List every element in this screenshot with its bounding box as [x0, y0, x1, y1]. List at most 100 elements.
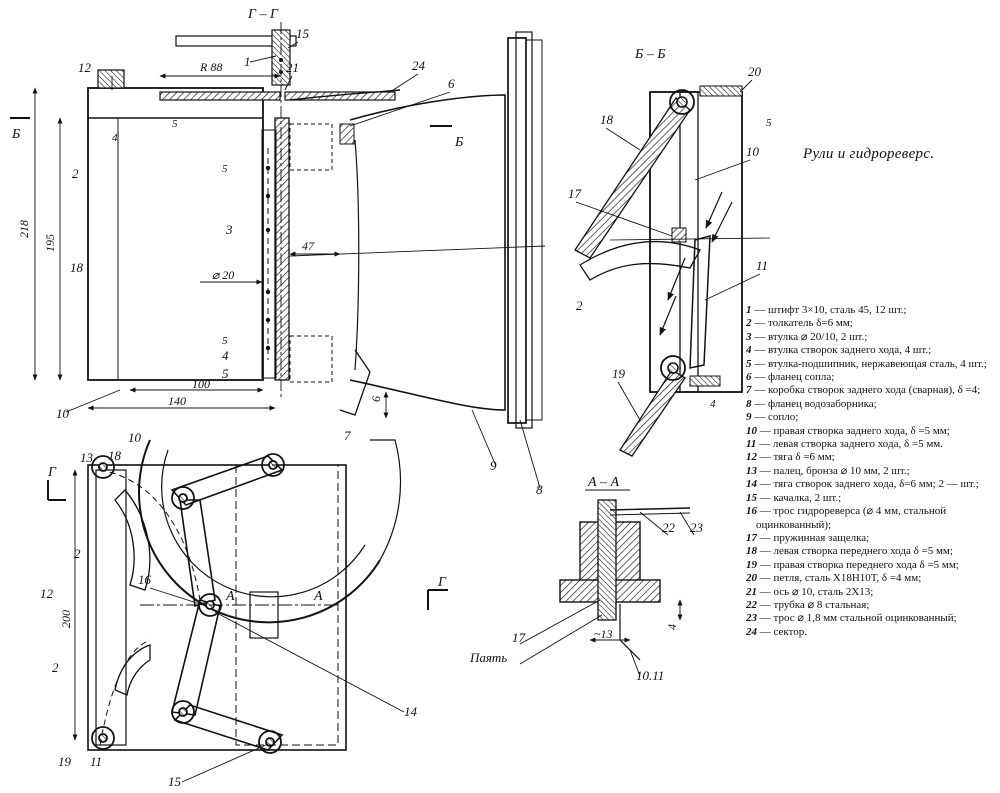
- callout-12-low: 12: [40, 586, 54, 601]
- legend-item-text: — втулка-подшипник, нержавеющая сталь, 4…: [754, 357, 987, 370]
- legend-item: 24 — сектор.: [746, 626, 998, 639]
- callout-9: 9: [490, 458, 497, 473]
- legend-item-number: 2: [746, 317, 752, 330]
- callout-23: 23: [690, 520, 704, 535]
- section-mark-b-left: Б: [11, 127, 20, 142]
- legend-item: 7 — коробка створок заднего хода (сварна…: [746, 384, 998, 397]
- section-mark-b-right: Б: [454, 135, 463, 150]
- legend-item-text: — сектор.: [759, 625, 808, 638]
- parts-legend: 1 — штифт 3×10, сталь 45, 12 шт.;2 — тол…: [746, 304, 998, 639]
- legend-item-text: — палец, бронза ⌀ 10 мм, 2 шт.;: [759, 464, 910, 477]
- legend-item-number: 12: [746, 451, 757, 464]
- callout-10-low: 10: [128, 430, 142, 445]
- legend-item-text: — петля, сталь Х18Н10Т, δ =4 мм;: [759, 572, 922, 585]
- legend-item-text: — втулка ⌀ 20/10, 2 шт.;: [754, 330, 868, 343]
- figure-caption: Рули и гидрореверс.: [803, 146, 935, 162]
- callout-15-top: 15: [296, 26, 310, 41]
- legend-item-number: 23: [746, 612, 757, 625]
- callout-11-bb: 11: [756, 258, 768, 273]
- dim-200: 200: [59, 610, 73, 628]
- legend-item: 20 — петля, сталь Х18Н10Т, δ =4 мм;: [746, 572, 998, 585]
- legend-item-text: — фланец водозаборника;: [754, 397, 877, 410]
- weld-mark-5-mid: 5: [222, 163, 228, 175]
- dim-140: 140: [168, 394, 186, 408]
- legend-item: 1 — штифт 3×10, сталь 45, 12 шт.;: [746, 304, 998, 317]
- legend-item-number: 15: [746, 491, 757, 504]
- callout-12-top: 12: [78, 60, 92, 75]
- legend-item-text: — толкатель δ=6 мм;: [754, 317, 853, 330]
- legend-item-text: — левая створка заднего хода, δ =5 мм.: [759, 438, 944, 451]
- legend-item: 21 — ось ⌀ 10, сталь 2Х13;: [746, 586, 998, 599]
- legend-item-text: — коробка створок заднего хода (сварная)…: [754, 384, 981, 397]
- legend-item: 8 — фланец водозаборника;: [746, 398, 998, 411]
- legend-item-number: 9: [746, 411, 752, 424]
- legend-item-number: 10: [746, 424, 757, 437]
- callout-18-top: 18: [70, 260, 84, 275]
- legend-item: 10 — правая створка заднего хода, δ =5 м…: [746, 425, 998, 438]
- callout-18-low: 18: [108, 448, 122, 463]
- legend-item-text: — сопло;: [754, 411, 799, 424]
- legend-item-text: — трос ⌀ 1,8 мм стальной оцинкованный;: [759, 612, 957, 625]
- legend-item: 4 — втулка створок заднего хода, 4 шт.;: [746, 344, 998, 357]
- solder-note: Паять: [469, 650, 507, 665]
- legend-item-number: 13: [746, 464, 757, 477]
- callout-2-low-b: 2: [52, 660, 59, 675]
- section-mark-g-left: Г: [47, 465, 57, 480]
- legend-item-number: 16: [746, 505, 757, 518]
- dim-218: 218: [17, 220, 31, 238]
- legend-item: 17 — пружинная защелка;: [746, 532, 998, 545]
- callout-2-bb: 2: [576, 298, 583, 313]
- callout-10-top: 10: [56, 406, 70, 421]
- section-mark-a-left: А: [225, 589, 235, 604]
- legend-item-number: 19: [746, 558, 757, 571]
- section-title-a-a: А – А: [587, 475, 620, 490]
- legend-item: 16 — трос гидрореверса (⌀ 4 мм, стальной…: [746, 505, 998, 532]
- callout-1: 1: [244, 54, 251, 69]
- legend-item-number: 17: [746, 531, 757, 544]
- weld-mark-5-bb: 5: [766, 117, 772, 129]
- legend-item-text: — трубка ⌀ 8 стальная;: [759, 598, 870, 611]
- callout-5: 5: [222, 366, 229, 381]
- callout-10-bb: 10: [746, 144, 760, 159]
- callout-19-low: 19: [58, 754, 72, 769]
- legend-item-text: — качалка, 2 шт.;: [759, 491, 842, 504]
- legend-item-text: — втулка створок заднего хода, 4 шт.;: [754, 344, 932, 357]
- legend-item-number: 18: [746, 545, 757, 558]
- legend-item-text: — пружинная защелка;: [759, 531, 870, 544]
- legend-item: 18 — левая створка переднего хода δ =5 м…: [746, 545, 998, 558]
- legend-item-text: — ось ⌀ 10, сталь 2Х13;: [759, 585, 874, 598]
- legend-item: 22 — трубка ⌀ 8 стальная;: [746, 599, 998, 612]
- callout-18-bb: 18: [600, 112, 614, 127]
- dim-13: ~13: [594, 627, 613, 641]
- dim-100: 100: [192, 377, 210, 391]
- weld-mark-4-bb: 4: [710, 398, 716, 410]
- legend-item: 19 — правая створка переднего хода δ =5 …: [746, 559, 998, 572]
- callout-7: 7: [344, 428, 351, 443]
- callout-14: 14: [404, 704, 418, 719]
- legend-item-number: 14: [746, 478, 757, 491]
- legend-item: 12 — тяга δ =6 мм;: [746, 451, 998, 464]
- callout-8: 8: [536, 482, 543, 497]
- legend-item-number: 7: [746, 384, 752, 397]
- callout-3: 3: [225, 222, 233, 237]
- dim-47: 47: [302, 239, 315, 253]
- callout-11-low: 11: [90, 754, 102, 769]
- callout-17-aa: 17: [512, 630, 526, 645]
- legend-item-number: 8: [746, 397, 752, 410]
- side-view: [47, 439, 448, 754]
- legend-item: 2 — толкатель δ=6 мм;: [746, 317, 998, 330]
- callout-20: 20: [748, 64, 762, 79]
- section-mark-a-right: А: [313, 589, 323, 604]
- legend-item: 11 — левая створка заднего хода, δ =5 мм…: [746, 438, 998, 451]
- legend-item-text: — левая створка переднего хода δ =5 мм;: [759, 545, 953, 558]
- legend-item-number: 20: [746, 572, 757, 585]
- callout-2-low-a: 2: [74, 546, 81, 561]
- legend-item: 14 — тяга створок заднего хода, δ=6 мм; …: [746, 478, 998, 491]
- legend-item-number: 24: [746, 625, 757, 638]
- legend-item-number: 5: [746, 357, 752, 370]
- section-title-b-b: Б – Б: [634, 47, 666, 62]
- dim-4: 4: [665, 624, 679, 630]
- section-mark-g-right: Г: [437, 575, 447, 590]
- top-view: [10, 22, 546, 429]
